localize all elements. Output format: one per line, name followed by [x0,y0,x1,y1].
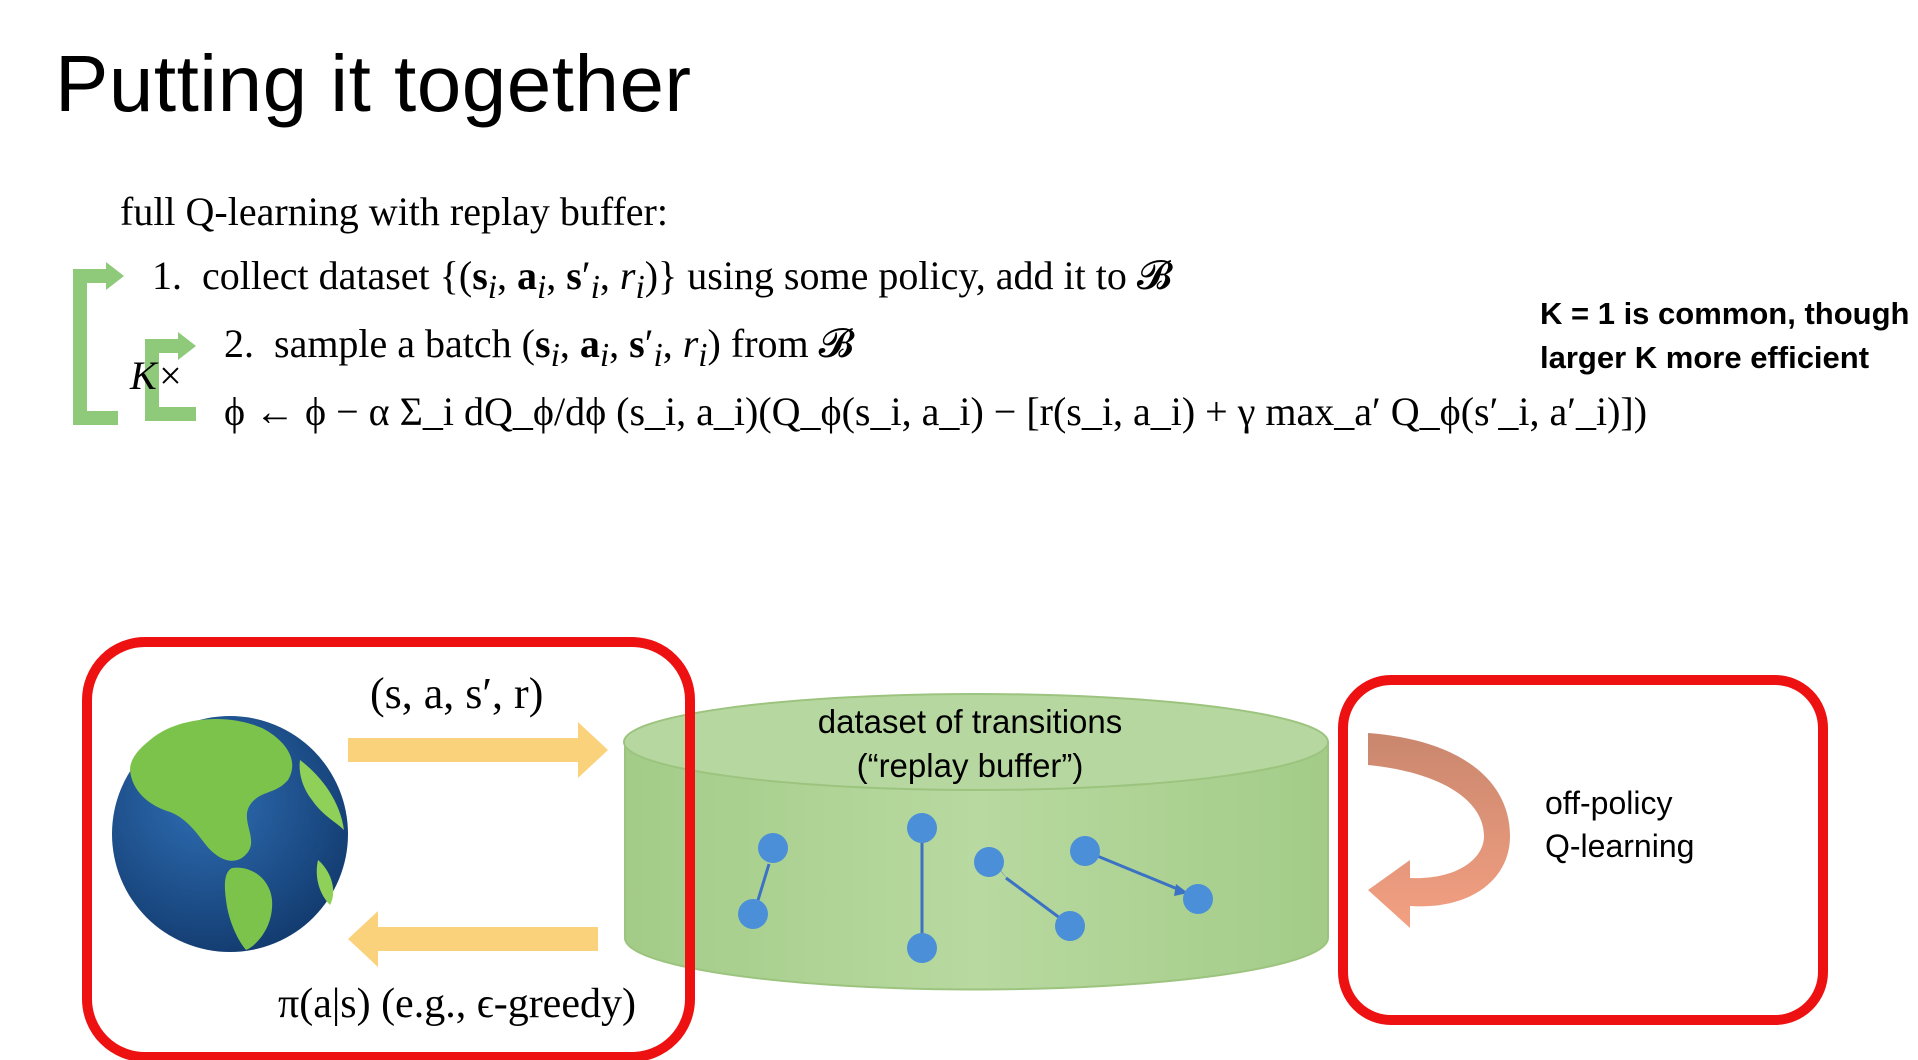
transition-tuple-label: (s, a, s′, r) [370,669,544,718]
transition-dot [974,847,1004,877]
step-2-text-b: ) from [707,321,819,366]
transition-dot [1070,836,1100,866]
side-note-line-1: K = 1 is common, though [1540,296,1910,331]
transition-dot [907,813,937,843]
arrow-to-world-icon [348,911,598,967]
buffer-symbol: 𝓑 [1136,253,1173,298]
step-2: 2. sample a batch (si, ai, s′i, ri) from… [224,321,854,374]
arrow-to-buffer-icon [348,722,608,778]
side-note: K = 1 is common, though larger K more ef… [1540,292,1910,380]
transition-samples [738,813,1213,963]
learner-label-line-2: Q-learning [1545,828,1695,864]
transition-dot [1183,884,1213,914]
dataset-label-line-2: (“replay buffer”) [856,747,1084,784]
step-1-text-a: collect dataset {( [202,253,473,298]
learner-label-line-1: off-policy [1545,785,1673,821]
earth-globe-icon [112,716,348,952]
side-note-line-2: larger K more efficient [1540,340,1870,375]
step-1-text-b: )} using some policy, add it to [644,253,1137,298]
dataset-label: dataset of transitions (“replay buffer”) [690,700,1250,788]
loop-count-label: K× [130,353,184,398]
transition-dot [738,899,768,929]
step-1-number: 1. [152,253,182,298]
learner-label: off-policy Q-learning [1545,782,1694,868]
dataset-label-line-1: dataset of transitions [817,703,1123,740]
transition-dot [907,933,937,963]
environment-highlight-box [82,637,695,1060]
transition-dot [758,833,788,863]
learner-highlight-box [1338,675,1828,1025]
curved-arrow-icon [1368,733,1510,928]
step-3: ϕ ← ϕ − α Σ_i dQ_ϕ/dϕ (s_i, a_i)(Q_ϕ(s_i… [224,389,1648,434]
buffer-symbol: 𝓑 [818,321,854,366]
data-flow-arrows [348,722,608,967]
algorithm-heading: full Q-learning with replay buffer: [120,189,668,234]
step-2-text-a: sample a batch ( [274,321,535,366]
step-1: 1. collect dataset {(si, ai, s′i, ri)} u… [152,253,1173,306]
transition-dot [1055,911,1085,941]
slide-title: Putting it together [55,39,692,128]
policy-label: π(a|s) (e.g., ϵ-greedy) [278,981,636,1027]
step-2-number: 2. [224,321,254,366]
